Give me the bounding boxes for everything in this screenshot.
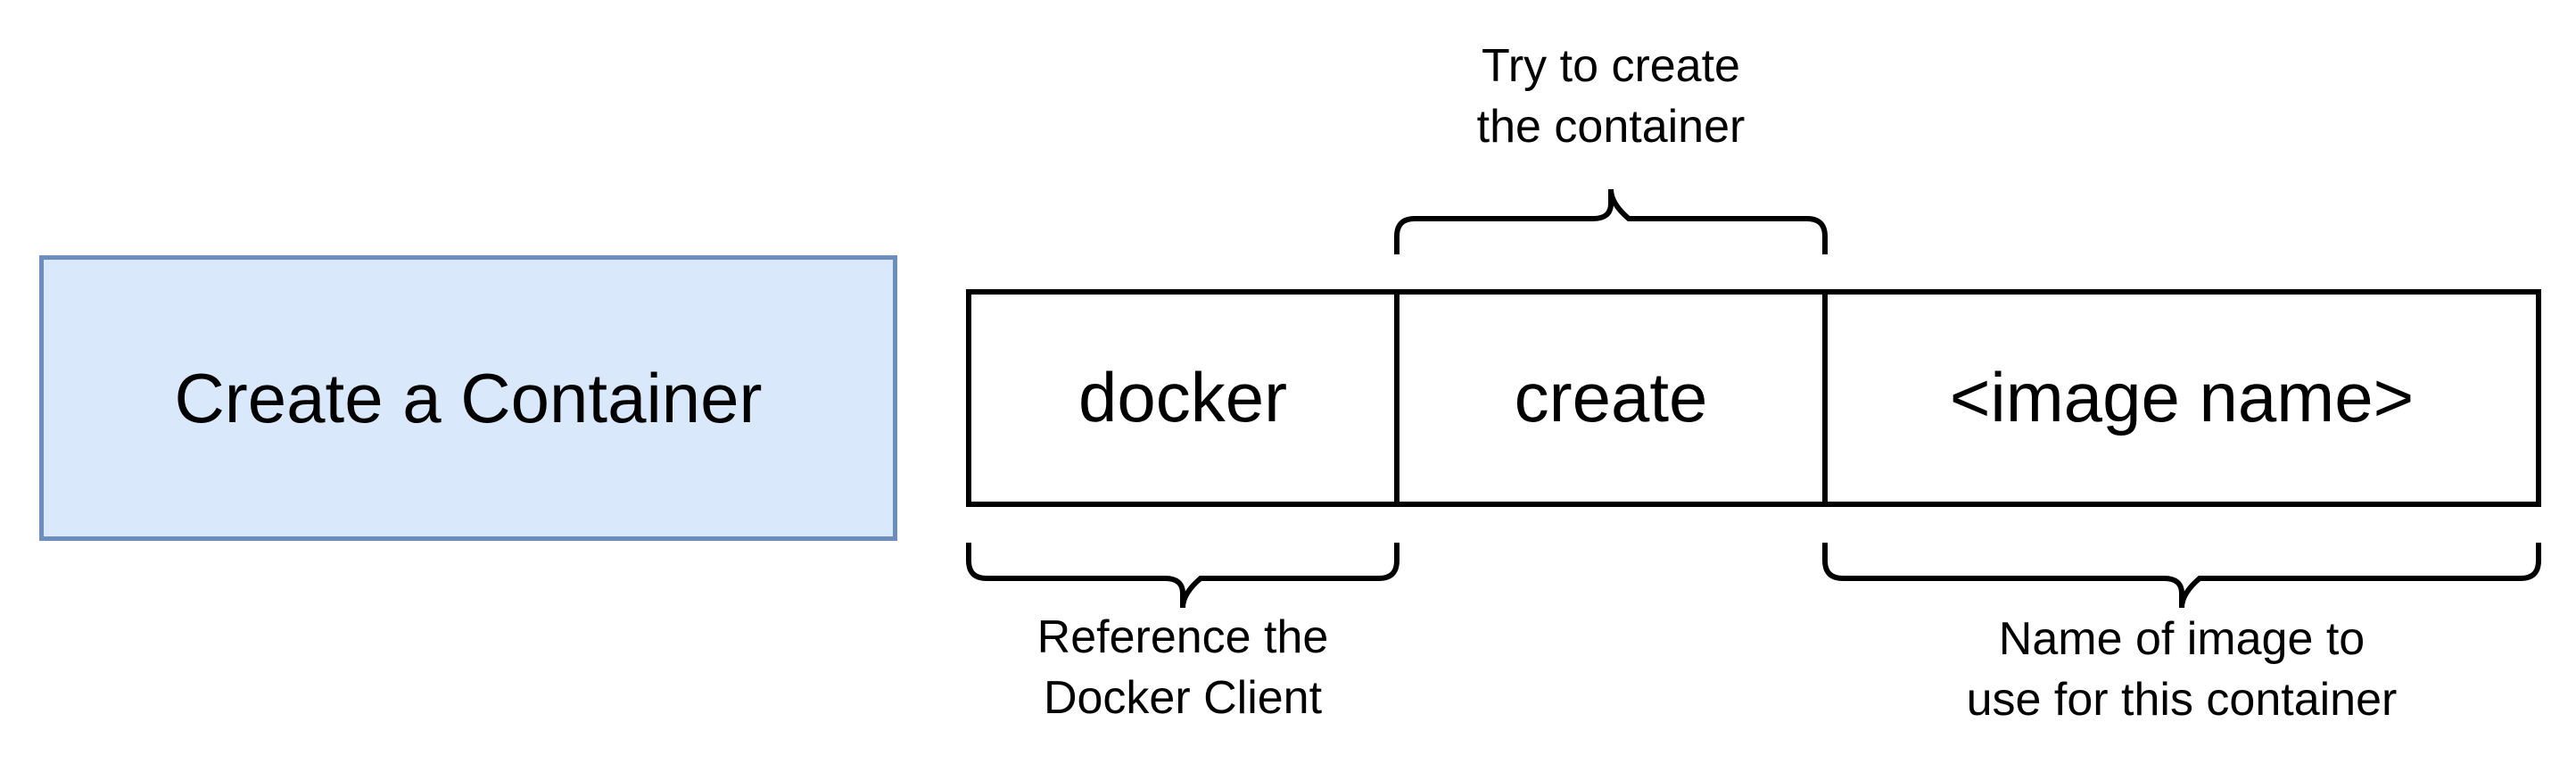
command-bar-outline xyxy=(966,289,2541,507)
segment-label-image-name: <image name> xyxy=(1949,357,2415,436)
segment-label-docker: docker xyxy=(1077,357,1288,436)
annotation-image-line2: use for this container xyxy=(1966,674,2398,726)
title-box: Create a Container xyxy=(39,255,897,541)
command-segment-image-name: <image name> xyxy=(1825,290,2539,504)
annotation-create: Try to create the container xyxy=(1343,36,1878,157)
brace-docker xyxy=(966,543,1399,609)
command-segment-docker: docker xyxy=(969,290,1397,504)
command-segment-create: create xyxy=(1397,290,1825,504)
annotation-docker: Reference the Docker Client xyxy=(915,607,1450,728)
title-box-label: Create a Container xyxy=(174,358,763,437)
annotation-image-line1: Name of image to xyxy=(1998,613,2365,665)
annotation-image-name: Name of image to use for this container xyxy=(1870,609,2494,730)
segment-label-create: create xyxy=(1514,357,1708,436)
annotation-create-line1: Try to create xyxy=(1482,40,1740,92)
annotation-create-line2: the container xyxy=(1476,101,1746,153)
annotation-docker-line2: Docker Client xyxy=(1043,672,1323,724)
brace-create xyxy=(1394,188,1828,254)
annotation-docker-line1: Reference the xyxy=(1036,611,1329,663)
brace-image-name xyxy=(1822,543,2541,609)
